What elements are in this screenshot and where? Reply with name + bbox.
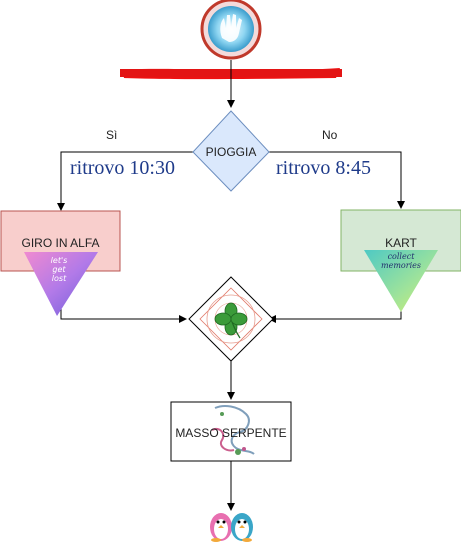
top-badge-icon [200,0,262,60]
merge-clover-node [188,276,274,362]
right-box-label: KART [385,236,417,250]
decision-label: PIOGGIA [205,145,257,159]
collect-memories-sticker [364,250,438,312]
decision-diamond [192,110,270,192]
no-time-label: ritrovo 8:45 [276,157,371,179]
serpent-illustration-icon [211,405,255,455]
penguins-icon [210,513,253,542]
branch-yes-label: Sì [106,128,118,142]
right-sticker-text: collect memories [381,252,421,270]
left-sticker-text: let's get lost [50,256,68,283]
four-leaf-clover-icon [214,302,248,339]
lets-get-lost-sticker [24,252,98,316]
left-box-label: GIRO IN ALFA [21,236,100,250]
bottom-box-label: MASSO SERPENTE [175,426,287,440]
branch-no-label: No [322,128,338,142]
yes-time-label: ritrovo 10:30 [70,157,175,179]
